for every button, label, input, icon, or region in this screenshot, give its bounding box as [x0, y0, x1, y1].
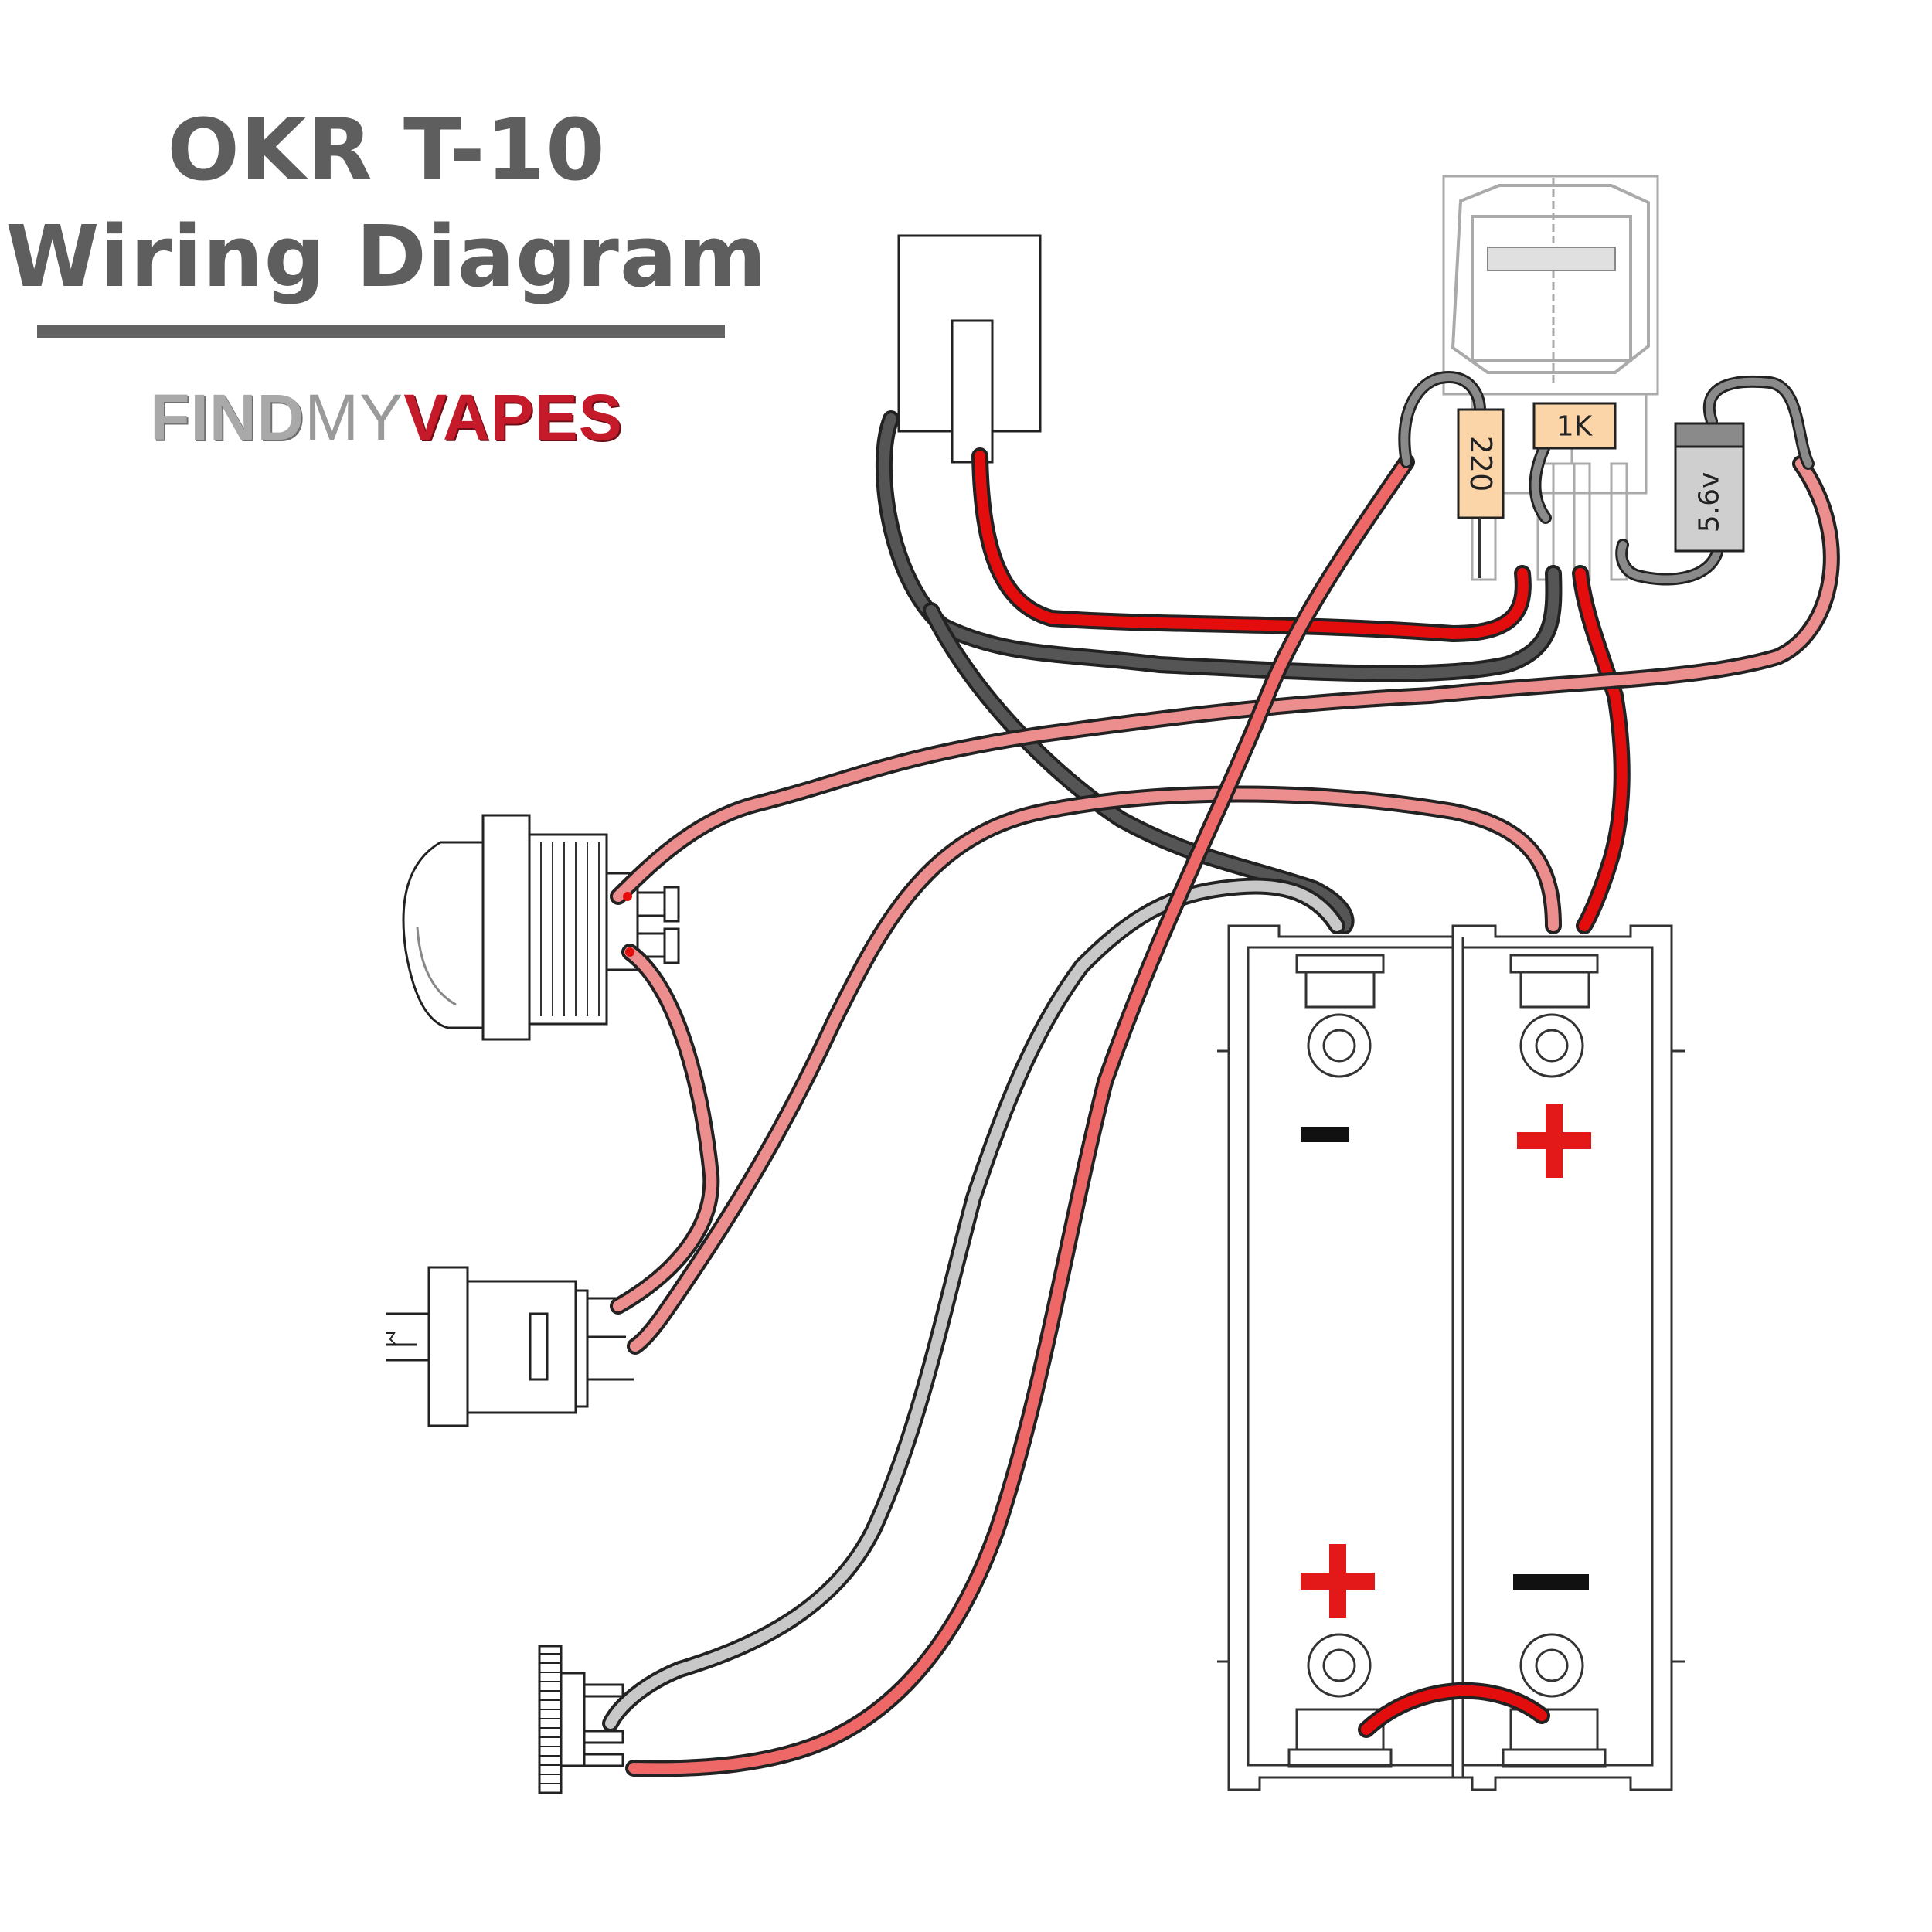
wire-red-atomizer-to-mosfet [971, 447, 1532, 642]
title-rule [37, 325, 725, 338]
zener-diode: 5.6v [1674, 422, 1745, 553]
brand-vapes: VAPES [403, 381, 623, 454]
atomizer-connector [897, 234, 1042, 464]
battery-right-top-plus-sign [1517, 1104, 1591, 1178]
resistor-1k-label: 1K [1556, 411, 1594, 443]
slide-switch [386, 1266, 634, 1427]
resistor-1k: 1K [1532, 402, 1617, 450]
brand-logo: FINDMYVAPES [0, 380, 773, 455]
zener-label: 5.6v [1694, 472, 1726, 533]
resistor-220: 220 [1457, 408, 1505, 578]
brand-find: FIND [150, 381, 305, 454]
battery-right-bottom-minus-sign [1513, 1574, 1589, 1590]
fire-button [402, 814, 680, 1041]
page-title-line-1: OKR T-10 [167, 100, 606, 199]
wire-pink-battery-to-switch [627, 785, 1562, 1355]
terminal-dots [623, 892, 634, 957]
potentiometer [538, 1645, 624, 1794]
page-title-line-2: Wiring Diagram [5, 207, 767, 306]
battery-holder [1217, 924, 1685, 1791]
battery-left-top-minus-sign [1301, 1127, 1349, 1142]
resistor-220-label: 220 [1464, 436, 1498, 492]
battery-left-bottom-plus-sign [1301, 1544, 1375, 1618]
wires [602, 371, 1840, 1777]
brand-my: MY [304, 381, 404, 454]
